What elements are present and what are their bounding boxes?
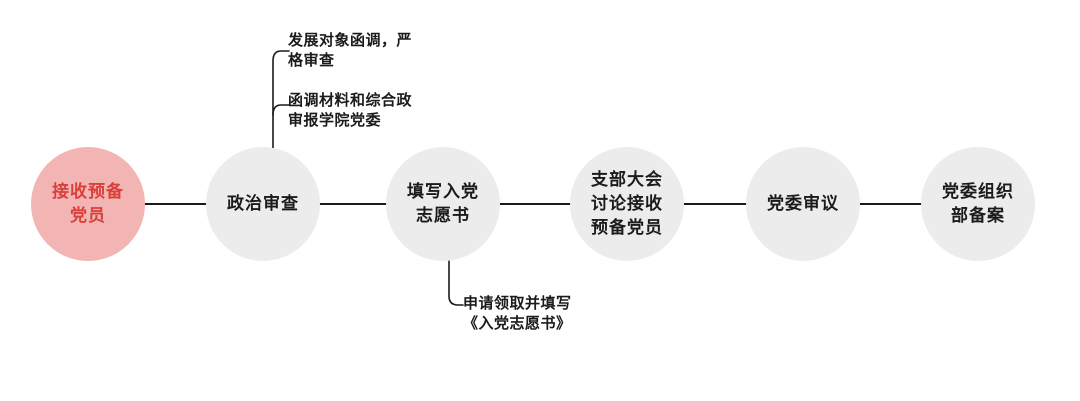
annotation-bracket-top-branch [272,104,290,116]
annotation-letter-investigation: 发展对象函调，严 格审查 [288,33,413,69]
flow-node-fill-application: 填写入党 志愿书 [386,147,500,261]
annotation-bracket-top [272,50,290,149]
flow-node-start: 接收预备 党员 [31,147,145,261]
flow-node-label: 党委组织 部备案 [942,182,1014,225]
flow-node-committee-review: 党委审议 [746,147,860,261]
annotation-bracket-bottom [448,258,464,306]
flow-node-record-filing: 党委组织 部备案 [921,147,1035,261]
annotation-apply-fill-form: 申请领取并填写 《入党志愿书》 [463,296,572,332]
flow-node-label: 接收预备 党员 [52,182,124,225]
flow-node-label: 党委审议 [767,194,839,213]
flow-node-political-review: 政治审查 [206,147,320,261]
annotation-report-materials: 函调材料和综合政 审报学院党委 [288,93,413,129]
flow-node-label: 支部大会 讨论接收 预备党员 [591,170,663,237]
flow-node-label: 政治审查 [227,194,299,213]
flow-node-label: 填写入党 志愿书 [407,182,479,225]
flow-node-branch-meeting: 支部大会 讨论接收 预备党员 [570,147,684,261]
